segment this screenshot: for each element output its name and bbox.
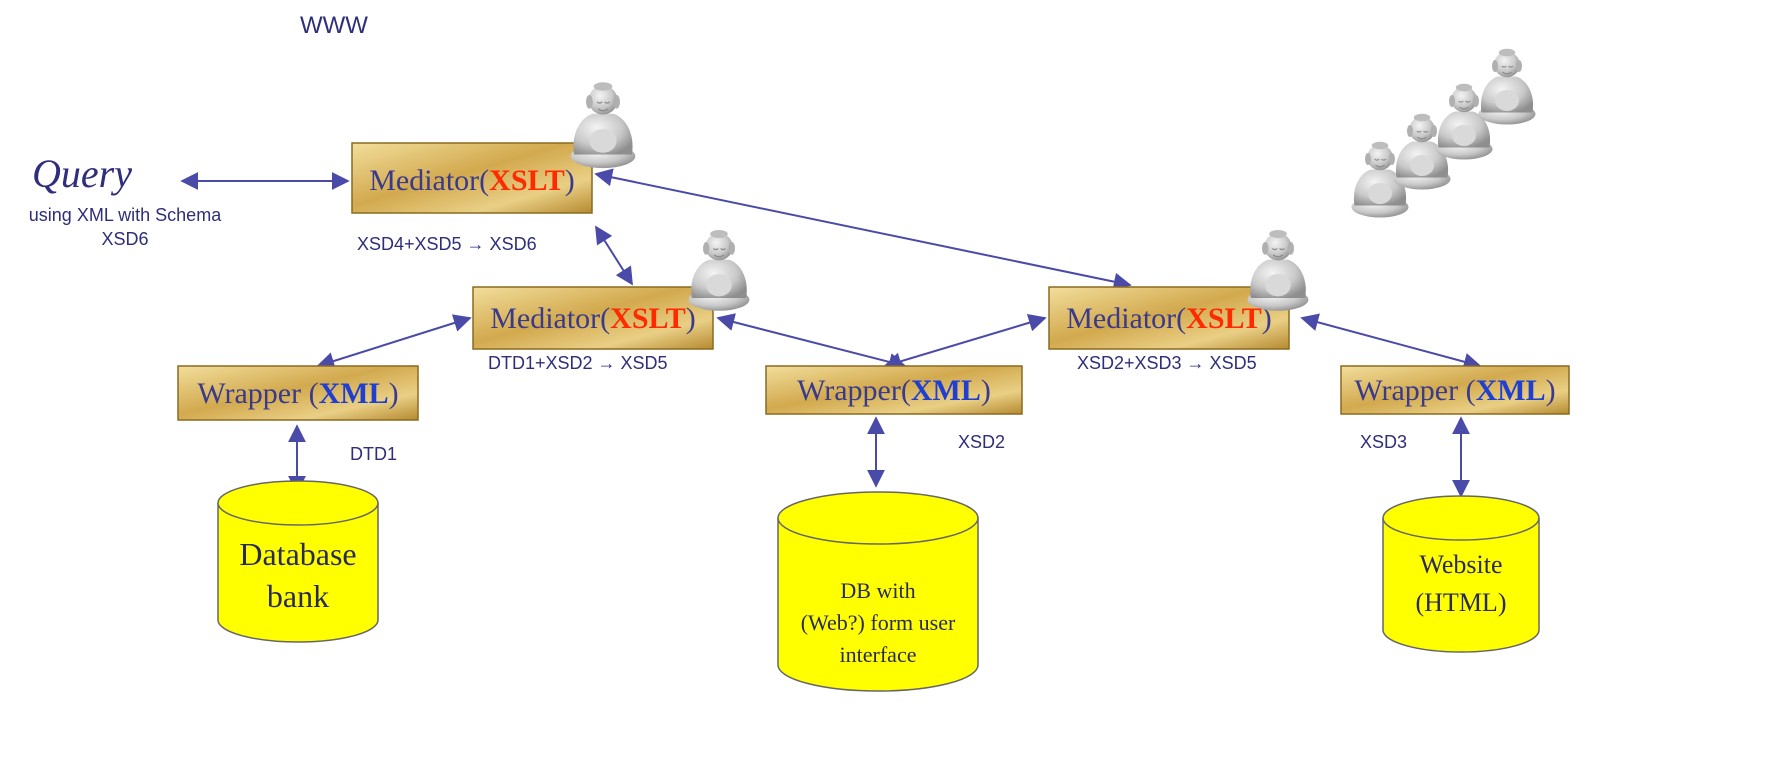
query-schema-line1: using XML with Schema: [29, 205, 222, 225]
website-html-cylinder: Website (HTML): [1382, 495, 1540, 653]
www-label: WWW: [300, 12, 368, 39]
mediator-right-schema: XSD2+XSD3 → XSD5: [1077, 353, 1257, 373]
mediator-box-right: Mediator(XSLT): [1048, 286, 1290, 350]
mediator-left-schema: DTD1+XSD2 → XSD5: [488, 353, 668, 373]
mediator-top-schema: XSD4+XSD5 → XSD6: [357, 234, 537, 254]
wrapper-3-label: Wrapper (XML): [1354, 374, 1555, 407]
wrapper-box-2: Wrapper(XML): [765, 365, 1023, 415]
wrapper-3-schema: XSD3: [1360, 432, 1407, 452]
wrapper-2-schema: XSD2: [958, 432, 1005, 452]
top-mediator-right-arrow: [594, 168, 1132, 291]
wrapper-2-label: Wrapper(XML): [797, 374, 991, 407]
db-web-form-cylinder: DB with (Web?) form user interface: [777, 491, 979, 692]
database-bank-cylinder: Database bank: [217, 480, 379, 643]
query-schema-line2: XSD6: [101, 229, 148, 249]
wrapper-box-3: Wrapper (XML): [1340, 365, 1570, 415]
mediator-wrapper1-arrow: [316, 314, 472, 370]
db2-line3: interface: [840, 642, 917, 667]
wrapper-1-schema: DTD1: [350, 444, 397, 464]
buddha-statue-icon: [570, 48, 1537, 312]
top-mediator-left-arrow: [595, 225, 633, 286]
db1-line2: bank: [267, 578, 329, 614]
connector-arrows: [180, 168, 1482, 498]
wrapper-1-label: Wrapper (XML): [197, 377, 398, 410]
mediator-box-top: Mediator(XSLT): [351, 142, 593, 214]
mediator-box-left: Mediator(XSLT): [472, 286, 714, 350]
wrapper2-mediator-arrow: [883, 314, 1047, 370]
db3-line2: (HTML): [1416, 588, 1507, 617]
mediator-right-label: Mediator(XSLT): [1066, 302, 1272, 335]
db2-line2: (Web?) form user: [801, 610, 956, 635]
mediator-wrapper2-arrow: [716, 313, 907, 371]
query-title: Query: [32, 151, 132, 196]
db2-line1: DB with: [840, 578, 915, 603]
db3-line1: Website: [1419, 550, 1502, 579]
mediator-wrapper3-arrow: [1300, 313, 1482, 371]
mediator-top-label: Mediator(XSLT): [369, 164, 575, 197]
wrapper-box-1: Wrapper (XML): [177, 365, 419, 421]
db1-line1: Database: [239, 536, 356, 572]
mediator-left-label: Mediator(XSLT): [490, 302, 696, 335]
